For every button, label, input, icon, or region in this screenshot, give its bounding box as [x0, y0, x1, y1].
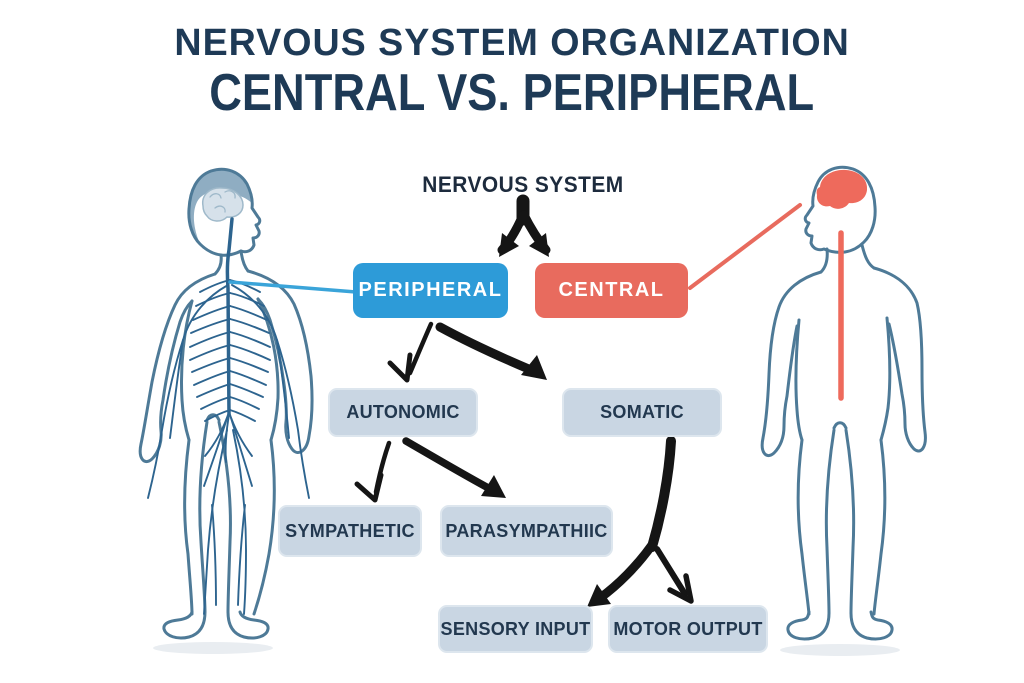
arrow-somatic-to-sensory [595, 540, 657, 603]
left-figure-right-foot [226, 610, 270, 640]
right-figure-left-arm [760, 270, 823, 458]
right-figure-right-arm [872, 266, 927, 453]
page-title: NERVOUS SYSTEM ORGANIZATION CENTRAL VS. … [0, 22, 1024, 122]
left-figure-neck [213, 253, 223, 276]
arrow-somatic-to-motor [654, 546, 688, 597]
right-figure-neck [860, 243, 876, 270]
arrowhead [667, 573, 694, 604]
arrowhead [521, 355, 547, 380]
arrowhead [587, 584, 611, 607]
left-figure-cranium [188, 169, 252, 244]
right-figure-neck [819, 247, 829, 274]
right-figure-right-foot [849, 610, 894, 641]
node-motor-output: MOTOR OUTPUT [608, 605, 768, 653]
left-figure-left-foot [162, 610, 207, 640]
node-sympathetic: SYMPATHETIC [278, 505, 422, 557]
brain-squiggle [209, 193, 222, 199]
arrowhead [481, 475, 506, 498]
right-figure-shadow [780, 644, 900, 656]
left-figure-torso-side [256, 297, 280, 442]
node-central: CENTRAL [535, 263, 688, 318]
brain-squiggle [224, 190, 236, 199]
arrowhead [387, 352, 413, 383]
node-parasympathetic: PARASYMPATHIIC [440, 505, 613, 557]
arrow-autonomic-to-parasympathetic [402, 437, 496, 494]
connector-central-to-brain [688, 203, 802, 290]
left-figure-leg-nerves [203, 429, 247, 615]
left-figure-sacral-nerves [203, 411, 253, 487]
title-line-2: CENTRAL VS. PERIPHERAL [209, 63, 815, 122]
arrowhead [529, 233, 549, 257]
right-figure-torso-side [794, 318, 804, 442]
right-figure-right-leg [872, 438, 887, 616]
node-sensory-input: SENSORY INPUT [438, 605, 593, 653]
brain-squiggle [214, 205, 226, 213]
arrow-peripheral-to-somatic [435, 322, 536, 375]
connector-peripheral-to-body [228, 280, 358, 294]
left-figure-right-leg [217, 420, 232, 614]
left-figure-right-arm [246, 269, 314, 454]
node-peripheral: PERIPHERAL [353, 263, 508, 318]
right-figure-head-outline [803, 165, 877, 254]
left-figure-brain-icon [202, 187, 244, 222]
node-somatic: SOMATIC [562, 388, 722, 437]
right-figure-right-leg [844, 428, 856, 615]
left-body-figure [138, 167, 314, 654]
left-figure-shadow [153, 642, 273, 654]
right-body-figure [760, 165, 927, 656]
left-figure-right-leg [252, 438, 276, 616]
left-figure-head-outline [187, 167, 262, 257]
right-figure-torso-side [879, 316, 892, 442]
arrowhead [354, 472, 384, 503]
left-figure-arm-nerves [147, 284, 310, 499]
right-figure-crotch [832, 421, 848, 430]
right-figure-left-leg [824, 428, 836, 615]
left-figure-left-leg [183, 438, 194, 616]
left-figure-torso-side [179, 299, 194, 442]
node-autonomic: AUTONOMIC [328, 388, 478, 437]
root-node-label: NERVOUS SYSTEM [422, 172, 624, 197]
arrow-peripheral-to-autonomic [407, 321, 434, 376]
arrowhead [499, 233, 519, 257]
arrow-somatic-stem [647, 436, 676, 552]
flowchart-arrows [354, 194, 694, 607]
title-line-1: NERVOUS SYSTEM ORGANIZATION [174, 22, 850, 64]
left-figure-neck [239, 249, 250, 273]
left-figure-left-arm [138, 272, 217, 464]
right-figure-left-leg [796, 438, 811, 616]
right-figure-brain-icon [816, 169, 868, 209]
right-figure-left-foot [786, 610, 831, 641]
